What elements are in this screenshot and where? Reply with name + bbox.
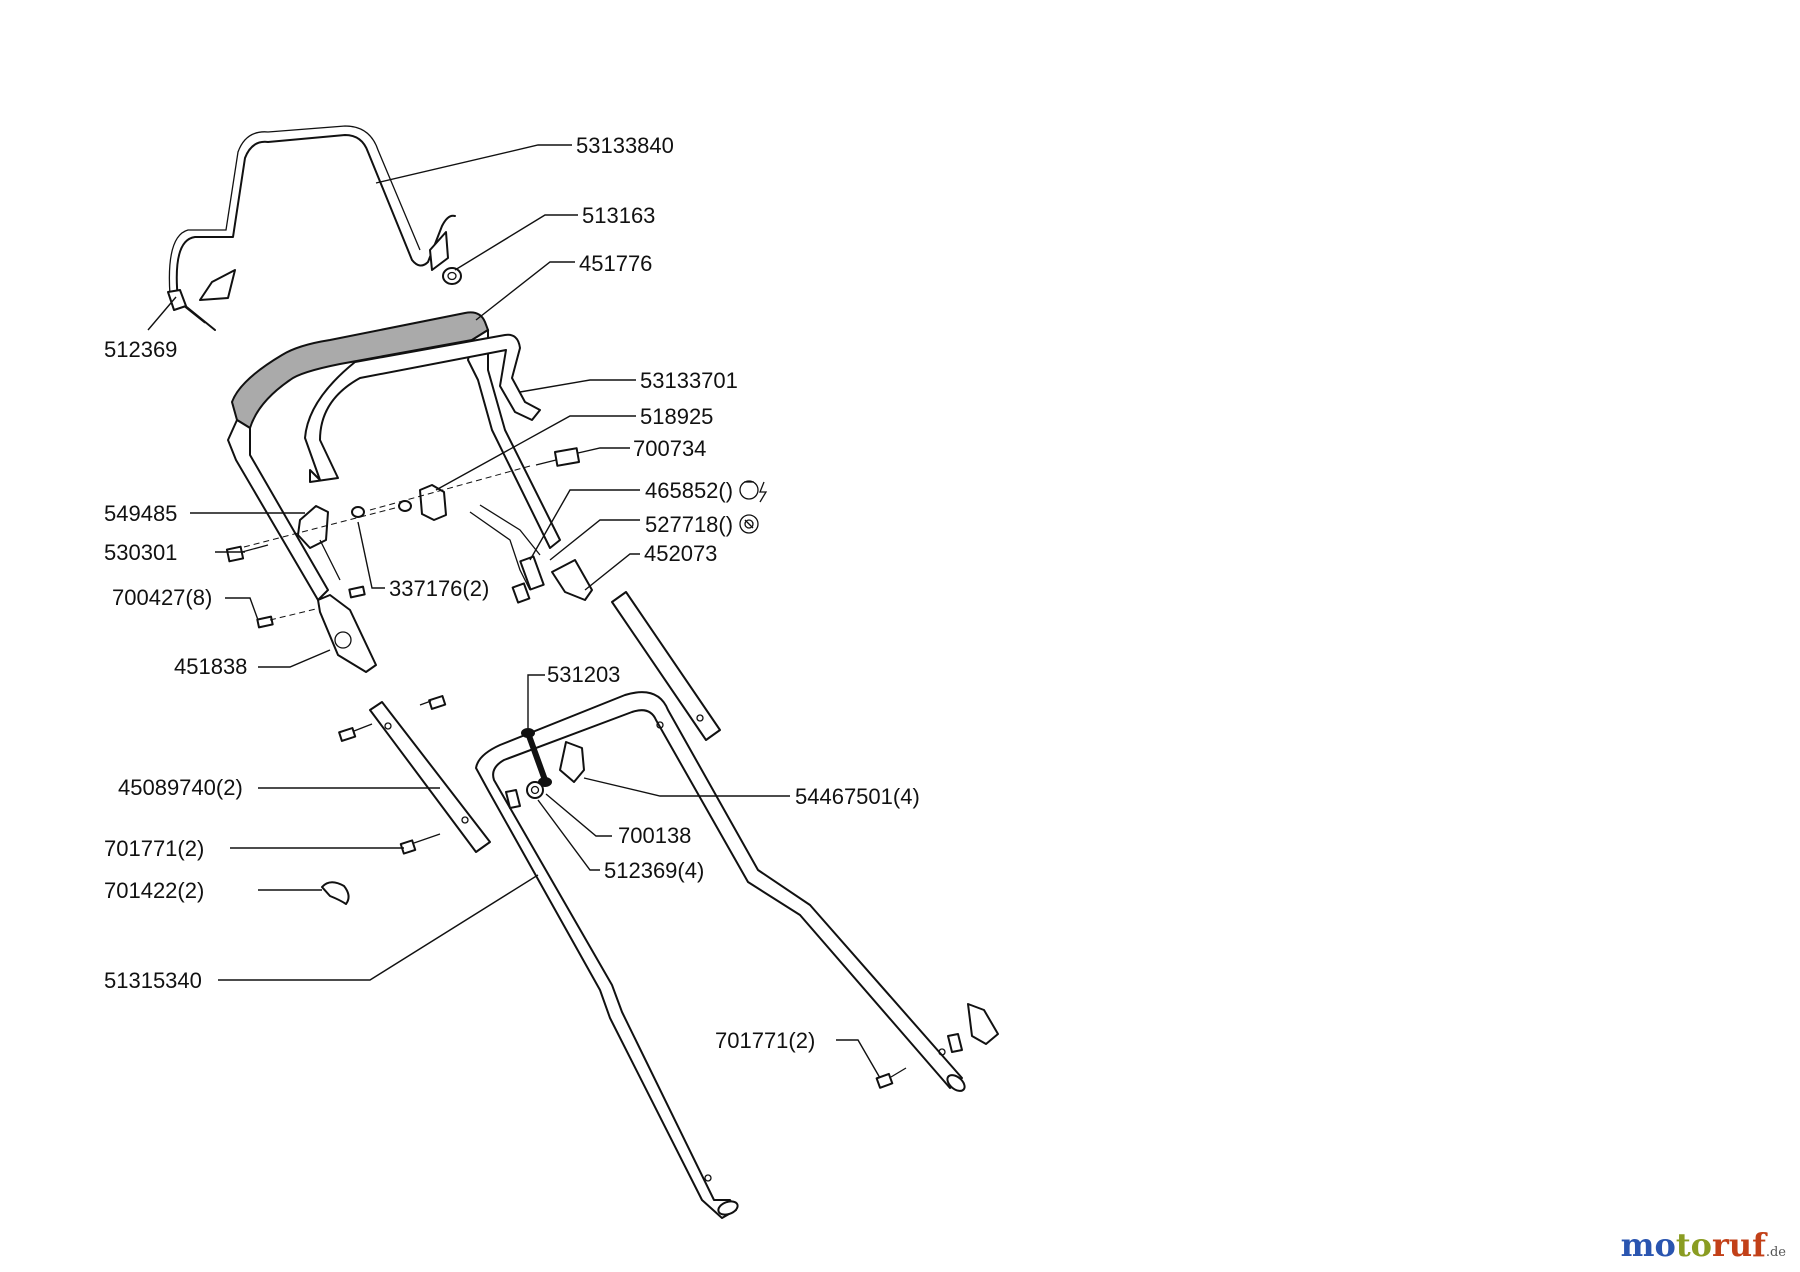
label-451838: 451838 (174, 654, 247, 679)
label-549485: 549485 (104, 501, 177, 526)
tube-45089740 (369, 701, 491, 853)
leader-lines (147, 144, 881, 1079)
label-337176: 337176(2) (389, 576, 489, 601)
label-512369: 512369 (104, 337, 177, 362)
label-700427: 700427(8) (112, 585, 212, 610)
label-530301: 530301 (104, 540, 177, 565)
label-701422: 701422(2) (104, 878, 204, 903)
screws-45089740 (338, 695, 447, 742)
clamp-452073 (551, 559, 593, 601)
label-51315340: 51315340 (104, 968, 202, 993)
label-512369b: 512369(4) (604, 858, 704, 883)
label-700138: 700138 (618, 823, 691, 848)
label-531203: 531203 (547, 662, 620, 687)
bail-lever-part (304, 333, 541, 483)
label-700734: 700734 (633, 436, 706, 461)
bulb-lightning-icon (739, 480, 768, 503)
label-45089740: 45089740(2) (118, 775, 243, 800)
bolt-700734 (535, 447, 581, 467)
motoruf-logo: motoruf.de (1620, 1226, 1786, 1264)
washers-700138 (505, 781, 963, 1053)
tube-upper-right (611, 591, 721, 741)
nut-337176 (351, 506, 365, 518)
nut-small-middle (398, 500, 412, 512)
label-518925: 518925 (640, 404, 713, 429)
knob-54467501 (559, 741, 999, 1045)
clip-701422 (321, 881, 350, 905)
screw-701771-right (875, 1067, 907, 1089)
label-54467501: 54467501(4) (795, 784, 920, 809)
bolt-530301 (225, 544, 269, 563)
upper-handle-part (227, 311, 561, 673)
label-53133840: 53133840 (576, 133, 674, 158)
label-513163: 513163 (582, 203, 655, 228)
labels: 53133840 513163 451776 512369 53133701 5… (104, 133, 920, 1053)
lower-handle-part (475, 691, 966, 1219)
label-465852: 465852() (645, 478, 733, 503)
screws-700427 (256, 585, 366, 629)
cable-parts (469, 504, 545, 604)
clip-512369 (167, 289, 187, 311)
bail-bar-part (168, 125, 456, 331)
circled-cable-icon (739, 514, 759, 534)
label-452073: 452073 (644, 541, 717, 566)
nut-513163 (442, 267, 462, 285)
label-527718: 527718() (645, 512, 733, 537)
label-451776: 451776 (579, 251, 652, 276)
label-701771b: 701771(2) (715, 1028, 815, 1053)
screw-701771-left (399, 833, 441, 855)
label-53133701: 53133701 (640, 368, 738, 393)
bracket-518925 (419, 484, 447, 521)
throttle-549485 (239, 505, 396, 581)
label-701771a: 701771(2) (104, 836, 204, 861)
